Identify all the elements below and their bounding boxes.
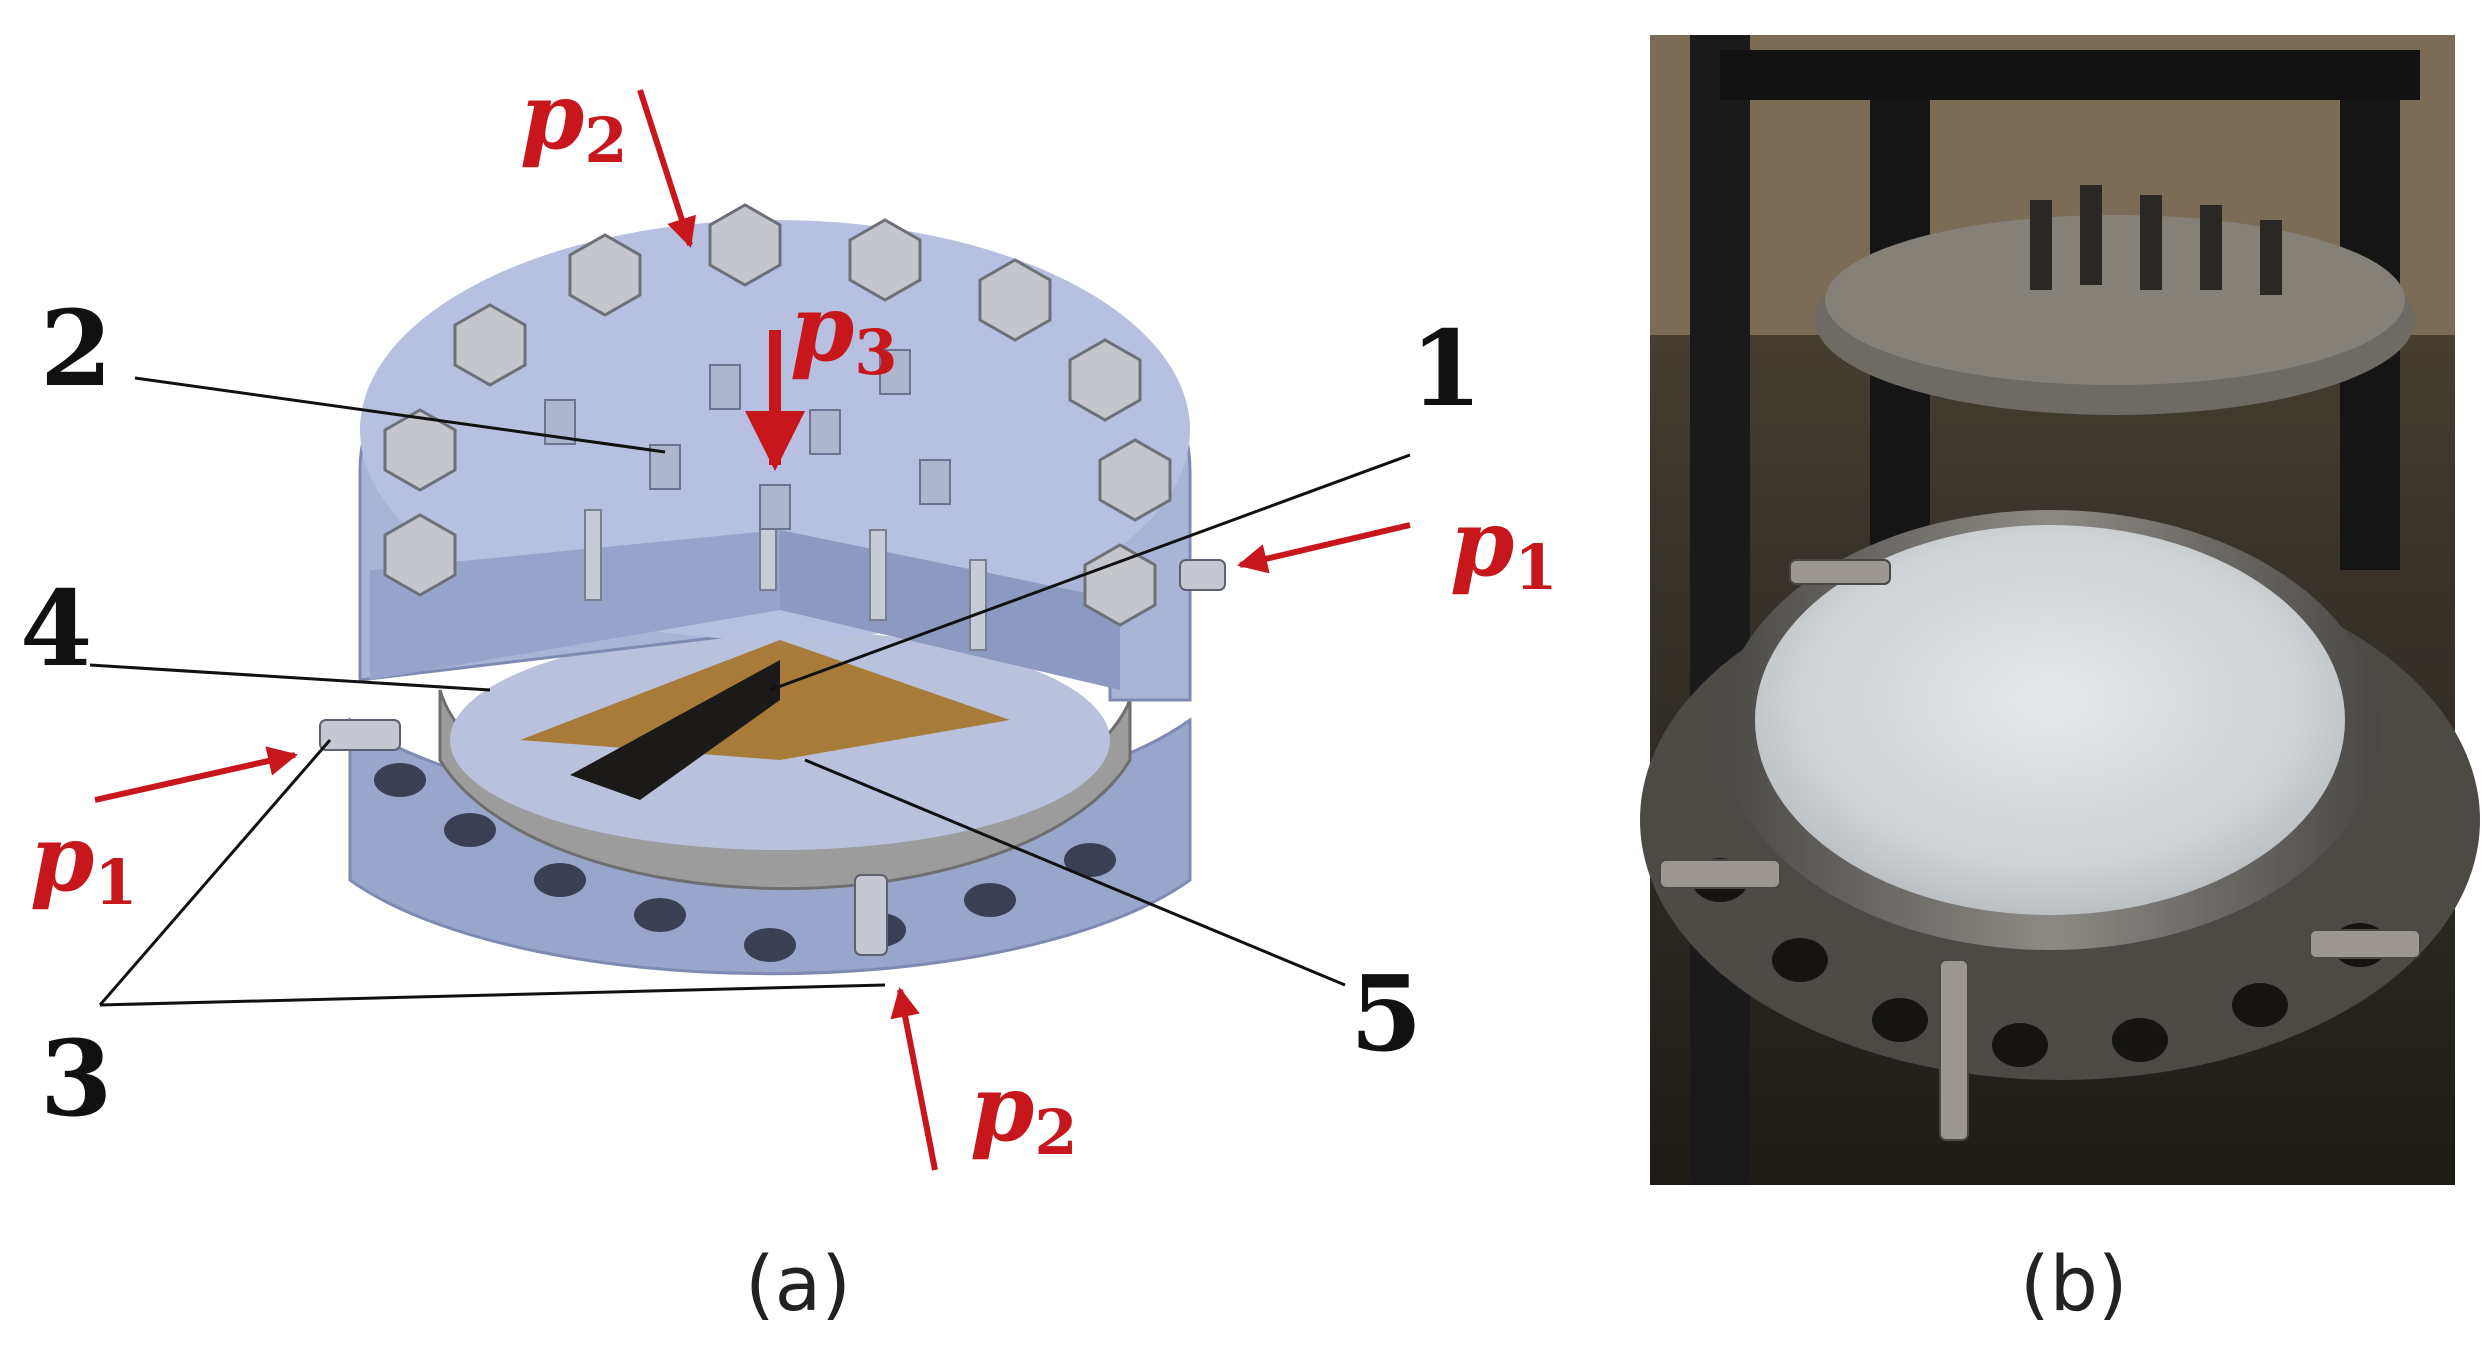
cut-face-right [780, 530, 1120, 690]
arrow-p2-bottom [890, 987, 938, 1171]
label-5: 5 [1350, 952, 1422, 1075]
pressure-arrows [94, 89, 1411, 1171]
photo [1640, 35, 2480, 1185]
label-3: 3 [40, 1017, 112, 1140]
stud-bolts [584, 489, 987, 651]
pressure-labels: p2 p3 p1 p1 p2 [30, 62, 1557, 1169]
label-p2-top: p2 [520, 62, 627, 177]
upper-cell-fittings [2030, 185, 2282, 295]
leader-lines [89, 376, 1411, 1007]
arrow-p1-left [94, 746, 298, 803]
arrow-p1-right [1237, 522, 1411, 574]
rock-sample-dark [570, 660, 780, 800]
arrow-p2-top [637, 89, 696, 248]
photo-rods [1659, 559, 2421, 1141]
rock-specimen [1755, 525, 2345, 915]
label-p1-left: p1 [30, 804, 137, 919]
caption-a: (a) [745, 1239, 851, 1328]
label-p2-bottom: p2 [970, 1054, 1077, 1169]
hex-bolts [383, 203, 1172, 627]
label-p3: p3 [790, 274, 897, 389]
label-p1-right: p1 [1450, 489, 1557, 604]
label-4: 4 [20, 567, 92, 690]
caption-b: (b) [2020, 1239, 2128, 1328]
cut-face-left [370, 530, 780, 680]
cad-model [319, 203, 1226, 976]
label-2: 2 [40, 287, 112, 410]
flange-holes [374, 763, 1116, 962]
part-numbers: 1 2 3 4 5 [20, 287, 1482, 1140]
label-1: 1 [1410, 307, 1482, 430]
pressure-ports [319, 559, 1226, 956]
